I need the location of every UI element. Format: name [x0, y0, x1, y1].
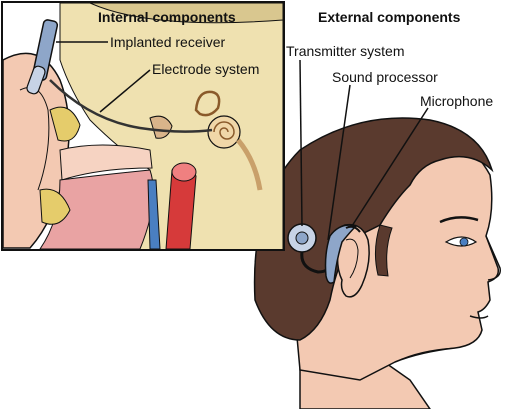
ear-inner-fold	[345, 238, 359, 279]
receiver-magnet	[26, 65, 46, 95]
eyebrow	[439, 216, 479, 224]
leader-transmitter	[299, 59, 303, 227]
internal-inset	[1, 1, 285, 251]
leader-sound-processor	[327, 84, 351, 241]
label-transmitter-system: Transmitter system	[286, 43, 405, 59]
red-vessel-cap	[171, 162, 197, 182]
internal-leader-lines	[56, 41, 151, 113]
label-sound-processor: Sound processor	[332, 69, 438, 85]
cochlea	[207, 115, 241, 149]
label-microphone: Microphone	[420, 93, 493, 109]
sound-processor	[324, 224, 358, 284]
blue-vessel	[147, 179, 161, 249]
jaw-line	[394, 347, 456, 363]
transmitter-center	[295, 231, 309, 245]
iris	[459, 237, 469, 247]
internal-heading: Internal components	[98, 9, 236, 25]
auditory-nerve	[236, 138, 263, 191]
hair	[253, 117, 494, 341]
external-leader-lines	[299, 59, 429, 241]
external-heading: External components	[318, 9, 461, 25]
cartilage	[49, 106, 81, 142]
label-electrode-system: Electrode system	[152, 61, 259, 77]
semicircular-canals	[194, 90, 221, 117]
mouth	[469, 315, 489, 319]
ossicles	[149, 115, 173, 139]
skull-layer	[89, 3, 283, 24]
sideburn	[374, 224, 393, 277]
label-implanted-receiver: Implanted receiver	[110, 34, 226, 50]
leader-electrode-system	[99, 69, 151, 113]
cartilage-lower	[39, 188, 71, 225]
leader-microphone	[351, 107, 429, 227]
head-illustration	[253, 117, 501, 409]
ear-canal	[59, 144, 153, 181]
nose	[485, 235, 501, 281]
electrode-lead	[49, 79, 213, 133]
microphone	[345, 225, 361, 233]
